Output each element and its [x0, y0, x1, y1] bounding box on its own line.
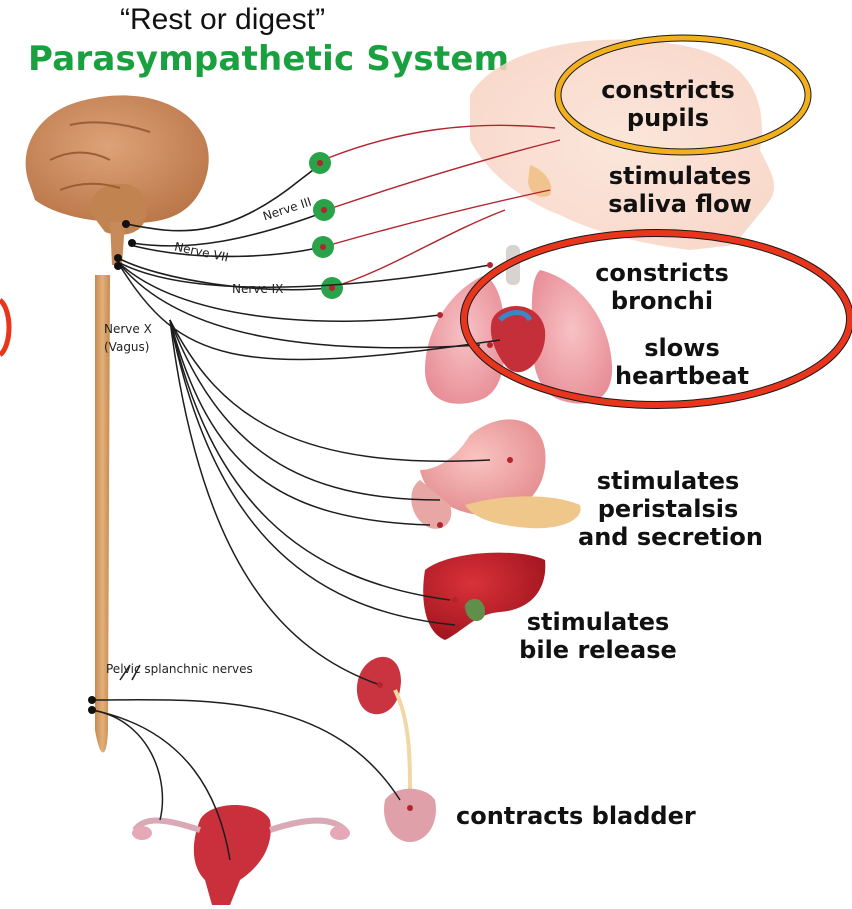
effect-heart-line2: heartbeat — [602, 362, 762, 390]
effect-bile-line2: bile release — [508, 636, 688, 664]
effect-bronchi-line2: bronchi — [582, 287, 742, 315]
effect-saliva-line1: stimulates — [600, 162, 760, 190]
bladder-icon — [384, 789, 436, 842]
effect-saliva: stimulates saliva flow — [600, 162, 760, 218]
effect-pupils-line1: constricts — [588, 76, 748, 104]
effect-peristalsis-line2: peristalsis — [578, 495, 758, 523]
pelvic-splanchnic-label: Pelvic splanchnic nerves — [106, 662, 253, 676]
uterus-icon — [132, 805, 350, 905]
pancreas-icon — [465, 496, 581, 528]
effect-bile: stimulates bile release — [508, 608, 688, 664]
cranial-ganglia — [309, 152, 343, 299]
effect-bronchi-line1: constricts — [582, 259, 742, 287]
brain-icon — [26, 95, 209, 265]
left-edge-ring-fragment — [0, 300, 9, 355]
nerve-x-label: Nerve X — [104, 322, 152, 336]
effect-peristalsis-line1: stimulates — [578, 467, 758, 495]
nerve-x-vagus-label: (Vagus) — [104, 340, 149, 354]
effect-peristalsis-line3: and secretion — [578, 523, 758, 551]
effect-heart: slows heartbeat — [602, 334, 762, 390]
effect-bronchi: constricts bronchi — [582, 259, 742, 315]
stomach-icon — [411, 419, 580, 528]
effect-bladder: contracts bladder — [456, 802, 726, 830]
effect-pupils-line2: pupils — [588, 104, 748, 132]
effect-pupils: constricts pupils — [588, 76, 748, 132]
nerve-ix-label: Nerve IX — [232, 282, 283, 296]
nerve-vii-line-b — [134, 245, 330, 256]
kidney-icon — [357, 657, 410, 790]
effect-heart-line1: slows — [602, 334, 762, 362]
effect-peristalsis: stimulates peristalsis and secretion — [578, 467, 758, 551]
effect-bile-line1: stimulates — [508, 608, 688, 636]
effect-saliva-line2: saliva flow — [600, 190, 760, 218]
